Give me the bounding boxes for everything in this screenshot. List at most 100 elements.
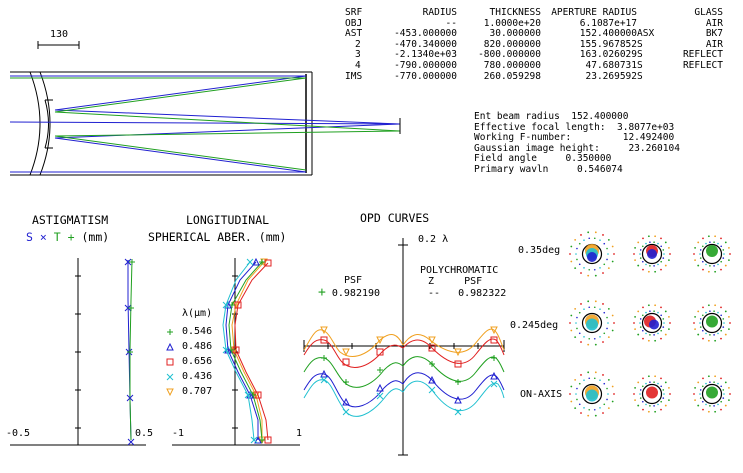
opd-curve-left — [303, 339, 404, 368]
spot-dot — [707, 270, 710, 273]
spot-dot — [602, 234, 604, 236]
spot-dot — [657, 242, 659, 245]
marker-x — [246, 258, 254, 266]
spot-dot — [570, 245, 573, 248]
cell: S — [637, 70, 643, 82]
opd-curve-right — [402, 328, 505, 353]
airy-circle — [701, 243, 723, 265]
spot-dot — [669, 253, 671, 255]
spot-dot — [587, 231, 590, 234]
spot-dot — [587, 343, 590, 346]
cell: -790.000000 — [394, 59, 457, 71]
cell: 23.269592 — [585, 70, 637, 82]
spot-dot — [606, 398, 608, 401]
spot-dot — [653, 405, 655, 407]
cell: -770.000000 — [394, 70, 457, 82]
spot-dot — [599, 407, 601, 409]
spot-dot — [588, 408, 591, 411]
airy-circle — [641, 243, 663, 265]
spot-dot — [575, 253, 577, 255]
marker-triangle — [428, 375, 436, 384]
spot-dot — [637, 404, 640, 407]
spot-dot — [723, 393, 725, 395]
marker-plus — [343, 379, 349, 385]
spot-dot — [709, 381, 711, 383]
spot-dot — [639, 397, 642, 399]
spot-dot — [569, 322, 571, 324]
marker-square — [490, 336, 498, 344]
cell: 4 — [355, 59, 361, 71]
spot-dot — [576, 327, 578, 330]
spot-dot — [578, 382, 581, 385]
spot-dot — [587, 414, 590, 417]
spot-label-1: 0.35deg — [518, 245, 561, 256]
spot-dot — [694, 386, 696, 389]
marker-plus — [127, 349, 133, 355]
spot-dot — [599, 379, 601, 381]
spot-dot — [642, 306, 644, 309]
spot-dot — [599, 267, 601, 269]
spot-dot — [580, 303, 582, 305]
spot-dot — [576, 247, 578, 250]
spot-dot — [599, 308, 601, 310]
spot-dot — [660, 306, 662, 309]
spot-dot — [702, 400, 704, 403]
spot-dot — [574, 238, 577, 241]
airy-circle — [581, 383, 603, 405]
cell: OBJ — [345, 17, 363, 29]
spot-dot — [697, 404, 700, 407]
opd-curve-left — [303, 329, 404, 357]
long-curve — [234, 262, 269, 441]
spot-dot — [720, 237, 722, 240]
marker-triangle — [454, 395, 462, 404]
spot-dot — [717, 242, 719, 245]
spot-dot — [714, 410, 717, 413]
opd-curve-right — [402, 356, 505, 382]
spot-dot — [606, 387, 608, 390]
spot-dot — [639, 257, 642, 259]
spot-dot — [649, 381, 651, 383]
spot-dot — [587, 274, 590, 277]
spot-dot — [588, 377, 591, 380]
marker-x — [244, 391, 252, 399]
spot-dot — [647, 304, 650, 307]
table-header-row: SRF RADIUS THICKNESS APERTURE RADIUS GLA… — [345, 7, 723, 19]
spot-dot — [699, 393, 701, 395]
spot-dot — [705, 263, 707, 266]
marker-x — [222, 301, 230, 309]
spot-dot — [576, 387, 578, 390]
spot-dot — [633, 253, 635, 255]
spot-blob — [586, 318, 598, 331]
info-line: Ent beam radius 152.400000 — [474, 111, 629, 122]
spot-dot — [720, 377, 722, 380]
spot-dot — [720, 245, 722, 248]
spot-dot — [668, 399, 670, 402]
spot-blob — [586, 389, 598, 402]
marker-x — [376, 392, 384, 400]
spot-dot — [606, 316, 608, 319]
spot-dot — [720, 260, 722, 263]
spot-dot — [593, 408, 596, 411]
spot-dot — [717, 403, 719, 406]
spot-dot — [633, 322, 635, 324]
spot-dot — [569, 393, 571, 395]
spot-dot — [647, 375, 650, 378]
spot-dot — [570, 314, 573, 317]
spot-dot — [647, 270, 650, 273]
spot-blob — [587, 252, 597, 262]
airy-circle — [641, 312, 663, 334]
spot-dot — [699, 249, 702, 251]
spot-dot — [722, 318, 725, 320]
spot-dot — [639, 249, 642, 251]
spot-dot — [569, 253, 571, 255]
spot-dot — [654, 339, 657, 342]
spot-dot — [693, 393, 695, 395]
spot-dot — [723, 253, 725, 255]
spot-dot — [593, 237, 596, 240]
spot-dot — [669, 393, 671, 395]
